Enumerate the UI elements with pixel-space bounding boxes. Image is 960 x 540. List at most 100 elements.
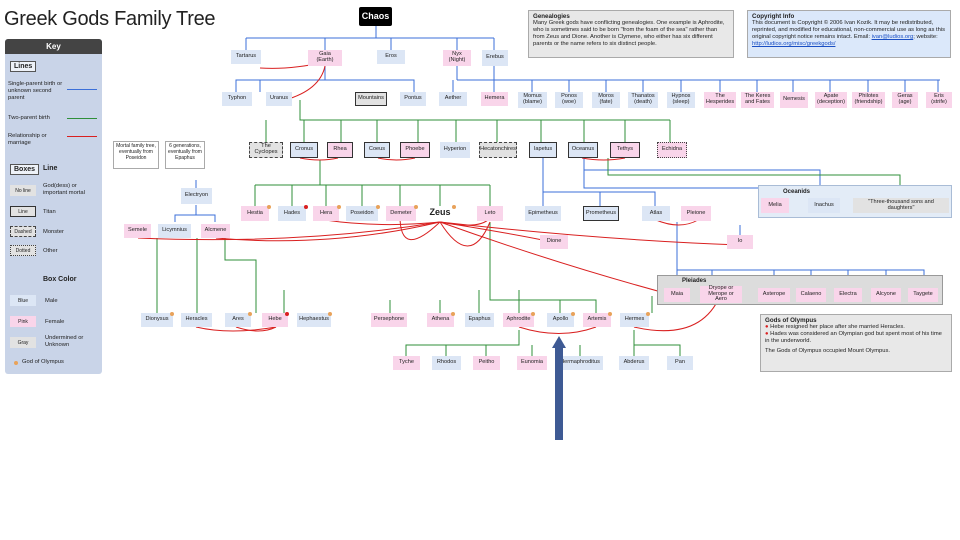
olympus-dot-icon xyxy=(285,312,289,316)
key-chip-gray: Gray xyxy=(10,337,36,348)
node-epimetheus[interactable]: Epimetheus xyxy=(525,206,561,221)
node-rhodos[interactable]: Rhodos xyxy=(432,356,461,370)
olympus-note: Gods of Olympus ● Hebe resigned her plac… xyxy=(760,314,952,372)
node-hemera[interactable]: Hemera xyxy=(481,92,508,106)
node-demeter[interactable]: Demeter xyxy=(386,206,416,221)
node-rhea[interactable]: Rhea xyxy=(327,142,353,158)
node-poseidon[interactable]: Poseidon xyxy=(346,206,378,221)
node-maia[interactable]: Maia xyxy=(664,288,690,302)
node-hephaestus[interactable]: Hephaestus xyxy=(297,313,331,327)
node-oceanus[interactable]: Oceanus xyxy=(568,142,598,158)
copyright-url-link[interactable]: http://ludios.org/misc/greekgods/ xyxy=(752,41,836,48)
node-momus[interactable]: Momus (blame) xyxy=(518,92,547,108)
node-aether[interactable]: Aether xyxy=(439,92,467,106)
key-chip-blue: Blue xyxy=(10,295,36,306)
olympus-dot-icon xyxy=(337,205,341,209)
node-keres[interactable]: The Keres and Fates xyxy=(741,92,774,108)
node-phoebe[interactable]: Phoebe xyxy=(400,142,430,158)
red-dot-icon: ● xyxy=(765,331,769,338)
node-aphrodite[interactable]: Aphrodite xyxy=(503,313,534,327)
node-gaia[interactable]: Gaia (Earth) xyxy=(308,50,342,66)
olympus-note-footer: The Gods of Olympus occupied Mount Olymp… xyxy=(765,348,891,355)
node-three-thousand[interactable]: "Three-thousand sons and daughters" xyxy=(853,198,949,213)
node-licymnius[interactable]: Licymnius xyxy=(158,224,191,238)
key-chip-dashed: Dashed xyxy=(10,226,36,237)
node-persephone[interactable]: Persephone xyxy=(371,313,407,327)
node-tartarus[interactable]: Tartarus xyxy=(231,50,261,64)
node-artemis[interactable]: Artemis xyxy=(583,313,611,327)
node-thanatos[interactable]: Thanatos (death) xyxy=(628,92,658,108)
node-calaeno[interactable]: Calaeno xyxy=(796,288,826,302)
node-echidna[interactable]: Echidna xyxy=(657,142,687,158)
node-eros[interactable]: Eros xyxy=(377,50,405,64)
node-alcmene[interactable]: Alcmene xyxy=(201,224,230,238)
node-dryope[interactable]: Dryope or Merope or Aero xyxy=(700,285,742,303)
node-apollo[interactable]: Apollo xyxy=(547,313,574,327)
copyright-email-link[interactable]: ivan@ludios.org xyxy=(871,34,914,41)
node-tyche[interactable]: Tyche xyxy=(393,356,420,370)
node-hesperides[interactable]: The Hesperides xyxy=(704,92,736,108)
key-chip-line: Line xyxy=(10,206,36,217)
node-atlas[interactable]: Atlas xyxy=(642,206,670,221)
node-heracles[interactable]: Heracles xyxy=(181,313,212,327)
node-electryon[interactable]: Electryon xyxy=(181,188,212,204)
node-ares[interactable]: Ares xyxy=(225,313,251,327)
node-semele[interactable]: Semele xyxy=(124,224,151,238)
node-inachus[interactable]: Inachus xyxy=(808,198,840,213)
node-iapetus[interactable]: Iapetus xyxy=(529,142,557,158)
node-cyclopes[interactable]: The Cyclopes xyxy=(249,142,283,158)
node-tethys[interactable]: Tethys xyxy=(610,142,640,158)
node-nyx[interactable]: Nyx (Night) xyxy=(443,50,471,66)
node-melia[interactable]: Melia xyxy=(761,198,789,213)
node-hecatonchires[interactable]: Hecatonchires xyxy=(479,142,517,158)
node-athena[interactable]: Athena xyxy=(427,313,454,327)
node-dionysus[interactable]: Dionysus xyxy=(141,313,173,327)
node-erebus[interactable]: Erebus xyxy=(482,50,508,66)
node-leto[interactable]: Leto xyxy=(477,206,503,221)
node-eunomia[interactable]: Eunomia xyxy=(517,356,547,370)
node-epaphus[interactable]: Epaphus xyxy=(465,313,494,327)
node-io[interactable]: Io xyxy=(727,235,753,249)
node-taygete[interactable]: Taygete xyxy=(908,288,938,302)
node-geras[interactable]: Geras (age) xyxy=(892,92,918,108)
node-pontus[interactable]: Pontus xyxy=(400,92,426,106)
node-electra[interactable]: Electra xyxy=(834,288,862,302)
node-hebe[interactable]: Hebe xyxy=(262,313,288,327)
node-chaos[interactable]: Chaos xyxy=(359,7,392,26)
node-moros[interactable]: Moros (fate) xyxy=(592,92,620,108)
node-coeus[interactable]: Coeus xyxy=(364,142,390,158)
olympus-note-text: Hades was considered an Olympian god but… xyxy=(765,331,942,345)
key-lines-heading: Lines xyxy=(10,61,37,72)
node-hades[interactable]: Hades xyxy=(278,206,306,221)
node-hyperion[interactable]: Hyperion xyxy=(440,142,470,158)
node-alcyone[interactable]: Alcyone xyxy=(871,288,901,302)
node-nemesis[interactable]: Nemesis xyxy=(780,92,808,108)
node-hermaphroditus[interactable]: Hermaphroditus xyxy=(557,356,603,370)
copyright-email-prefix: Email: xyxy=(853,34,870,41)
node-cronus[interactable]: Cronus xyxy=(290,142,318,158)
node-prometheus[interactable]: Prometheus xyxy=(583,206,619,221)
olympus-dot-icon xyxy=(14,361,18,365)
node-pan[interactable]: Pan xyxy=(667,356,693,370)
node-eris[interactable]: Eris (strife) xyxy=(926,92,952,108)
node-apate[interactable]: Apate (deception) xyxy=(815,92,847,108)
key-line-swatch-two-parent xyxy=(67,118,97,119)
node-hypnos[interactable]: Hypnos (sleep) xyxy=(667,92,695,108)
node-mountains[interactable]: Mountains xyxy=(355,92,387,106)
node-hermes[interactable]: Hermes xyxy=(620,313,649,327)
node-dione[interactable]: Dione xyxy=(540,235,568,249)
node-peitho[interactable]: Peitho xyxy=(473,356,500,370)
node-ponos[interactable]: Ponos (woe) xyxy=(555,92,583,108)
node-philotes[interactable]: Philotes (friendship) xyxy=(852,92,885,108)
node-pleione[interactable]: Pleione xyxy=(681,206,711,221)
genealogies-title: Genealogies xyxy=(533,13,570,20)
node-asterope[interactable]: Asterope xyxy=(758,288,790,302)
node-uranus[interactable]: Uranus xyxy=(266,92,292,106)
node-typhon[interactable]: Typhon xyxy=(222,92,252,106)
olympus-dot-icon xyxy=(452,205,456,209)
node-abderus[interactable]: Abderus xyxy=(619,356,649,370)
node-hestia[interactable]: Hestia xyxy=(241,206,269,221)
node-zeus[interactable]: Zeus xyxy=(429,207,451,218)
node-hera[interactable]: Hera xyxy=(313,206,339,221)
